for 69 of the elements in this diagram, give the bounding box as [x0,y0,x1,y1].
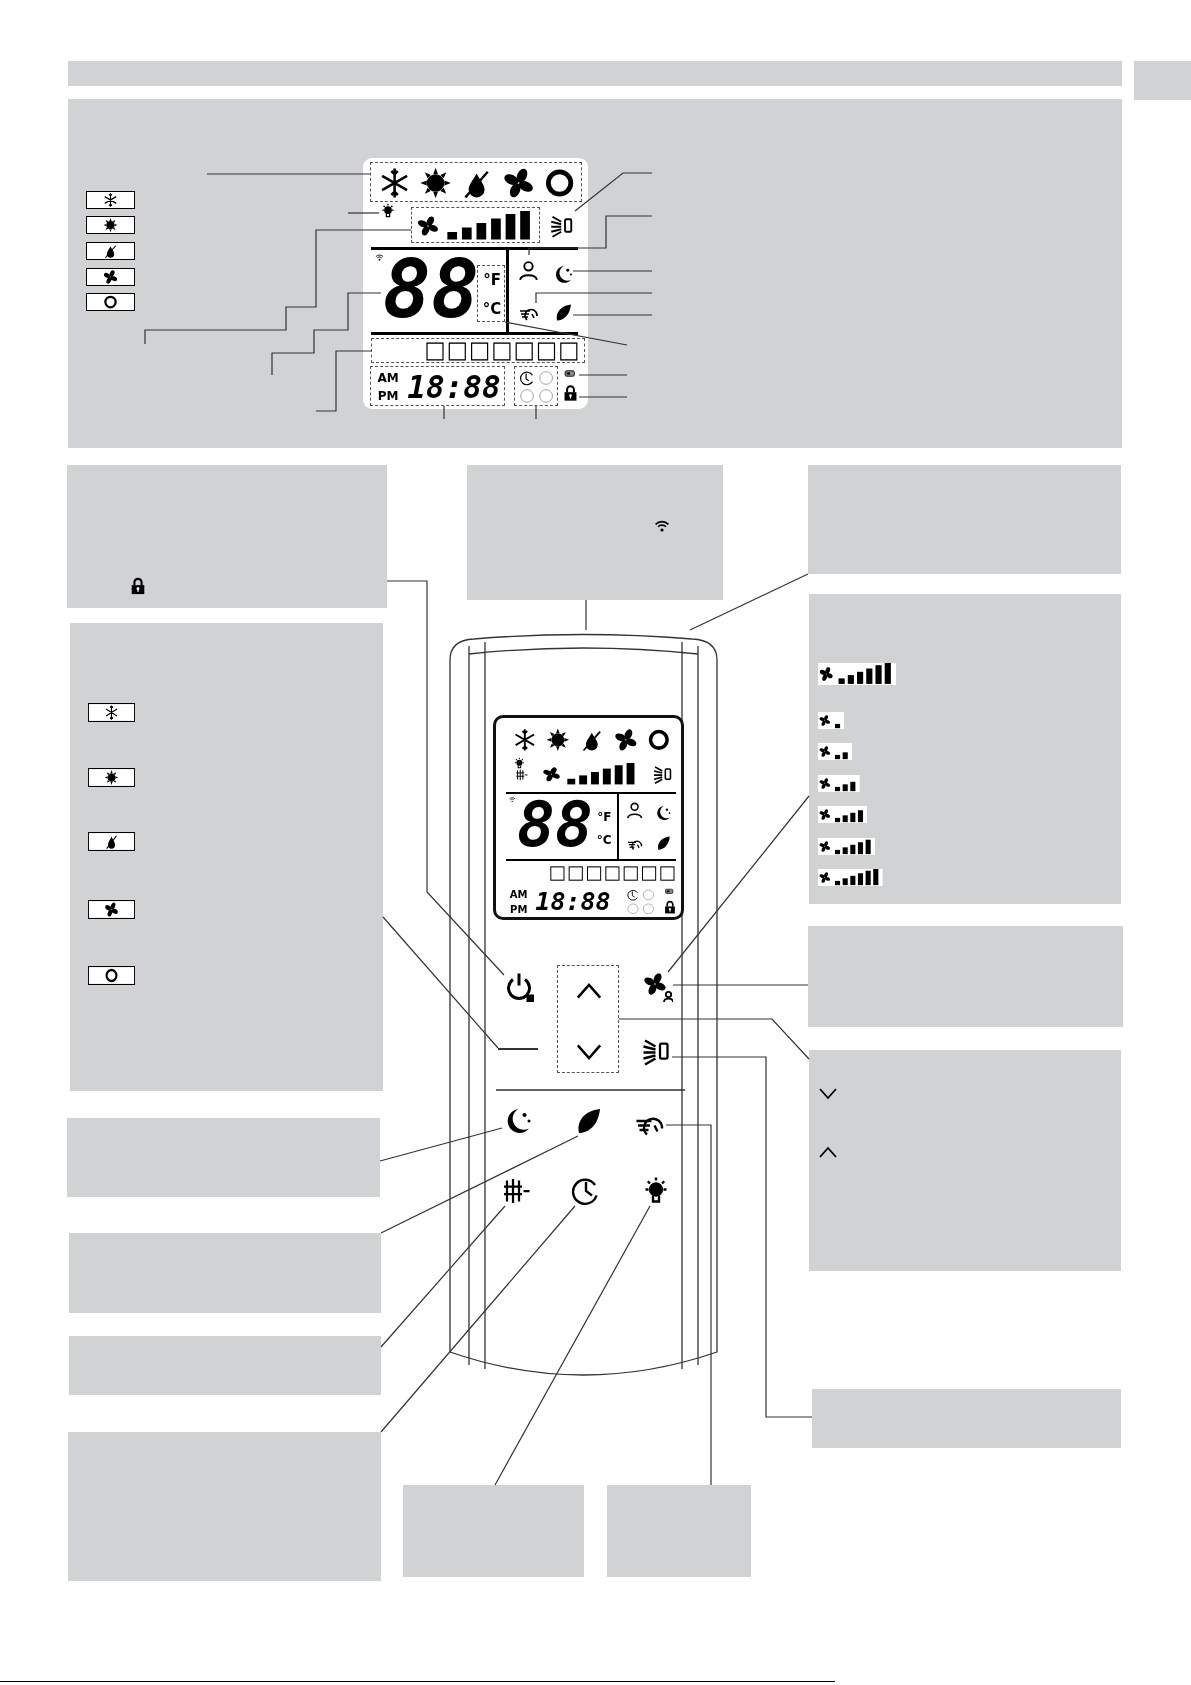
leader-line [535,405,537,420]
callout-box [467,465,723,600]
am-pm-label: AM [508,888,529,902]
leader-line [494,1205,651,1486]
callout-box [70,623,383,1091]
time-digits: 18:88 [406,368,502,406]
leader-line [585,599,587,631]
callout-box [809,1050,1121,1271]
callout-box [67,1118,380,1197]
dashed-frame [477,265,505,322]
leader-line [386,580,505,976]
leader-line [382,916,499,1049]
time-digits: 18:88 [534,886,612,917]
leader-line [672,984,809,986]
leader-line [667,795,810,973]
fan-icon [643,972,673,1002]
dashed-frame [557,965,619,1073]
unit-label: °C [595,831,613,849]
callout-box [808,926,1123,1027]
leader-line [578,374,628,376]
am-pm-label: AM [376,370,400,387]
leader-line [271,292,382,376]
hatch-icon [501,1176,531,1206]
lock-icon [562,384,579,402]
leader-line [572,270,653,272]
leader-line [665,1124,712,1486]
callout-box [67,465,387,608]
light-bulb-icon [379,203,397,219]
callout-box [69,1233,381,1313]
leader-line [443,405,445,420]
callout-box [607,1485,751,1577]
leader-line [574,172,653,212]
unit-label: °C [481,299,503,320]
power-icon [504,972,534,1002]
am-pm-label: PM [509,902,529,916]
lcd-display [493,715,684,920]
leader-line [144,229,412,345]
leader-line [689,573,809,631]
leader-line [535,292,653,304]
leader-line [618,1018,810,1060]
callout-box [403,1485,584,1577]
leader-line [206,173,371,175]
leader-line [380,1205,576,1433]
info-panel [68,99,1122,448]
leader-line [379,1127,503,1162]
leader-line [528,215,653,256]
temperature-digits: 88 [381,253,481,327]
lcd-display [363,158,588,409]
dashed-frame [370,366,505,406]
leader-line [572,314,653,316]
leader-line [504,321,628,346]
leader-line [315,350,372,412]
unit-label: °F [596,808,613,826]
dashed-frame [371,338,585,363]
callout-box [69,1336,381,1395]
callout-box [809,594,1121,904]
short-line [498,1048,538,1050]
leader-line [380,1135,579,1234]
callout-box [68,1432,381,1581]
dashed-frame [370,162,582,202]
leader-line [671,1056,813,1418]
leader-line [578,396,628,398]
temperature-digits: 88 [515,796,594,855]
callout-box [812,1389,1121,1448]
leader-line [347,212,380,214]
am-pm-label: PM [376,388,400,405]
unit-label: °F [482,270,502,291]
leader-line [380,1205,506,1348]
callout-box [808,465,1121,574]
